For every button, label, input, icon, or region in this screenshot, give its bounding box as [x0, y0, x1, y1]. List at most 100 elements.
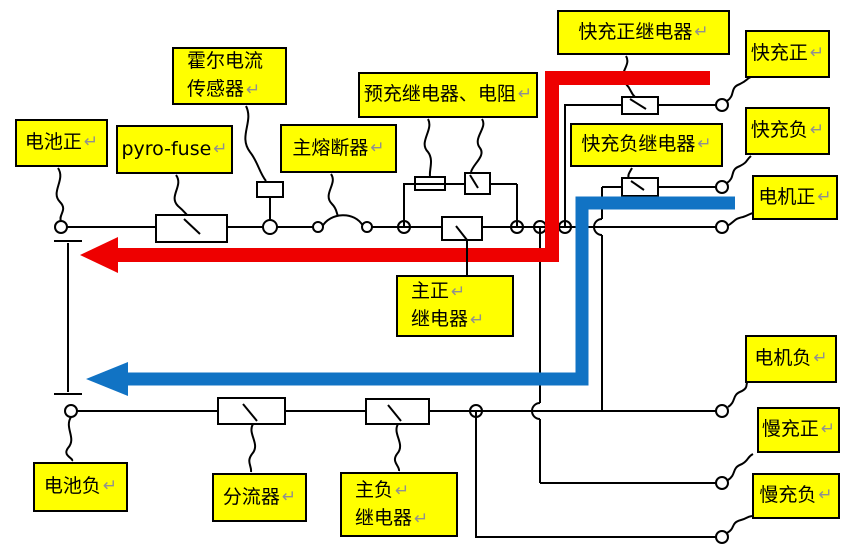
terminals-and-junctions	[54, 98, 729, 544]
main-neg-relay-tick	[387, 404, 402, 422]
shunt-label: 分流器↵	[212, 473, 307, 522]
component-boxes	[155, 96, 659, 425]
paragraph-mark: ↵	[818, 485, 833, 506]
main-pos-relay-box	[441, 216, 483, 241]
battery-negative-label: 电池负↵	[33, 462, 128, 512]
slow-neg-junction	[469, 404, 483, 418]
label-line: 继电器↵	[355, 506, 429, 529]
motor-neg-terminal-leader	[727, 380, 749, 408]
label-text: 慢充正	[761, 418, 819, 441]
slow-charge-pos-wire	[531, 227, 716, 484]
hall-junction-circle	[262, 219, 278, 235]
precharge-resistor-box	[414, 176, 446, 191]
label-leaders	[55, 55, 754, 534]
fast-charge-neg-drop	[593, 187, 603, 411]
fast-charge-pos-branch	[564, 104, 716, 227]
motor-pos-terminal-leader	[726, 212, 754, 227]
fast-charge-pos-terminal	[715, 98, 729, 112]
paragraph-mark: ↵	[246, 80, 261, 100]
main-fuse-terminal-right	[361, 221, 373, 233]
paragraph-mark: ↵	[451, 282, 466, 302]
fc-neg-terminal-leader	[726, 155, 752, 184]
slow-charge-pos-label: 慢充正↵	[757, 407, 840, 453]
fast-charge-neg-terminal	[715, 180, 729, 194]
paragraph-mark: ↵	[694, 21, 709, 42]
fast-charge-neg-label: 快充负↵	[745, 107, 830, 155]
main-neg-relay-label: 主负↵ 继电器↵	[340, 472, 458, 537]
precharge-relay-tick	[469, 174, 479, 189]
battery-pos-leader	[55, 167, 65, 222]
negative-arrow-head	[86, 362, 128, 396]
label-line: 霍尔电流	[187, 50, 264, 72]
fc-pos-relay-tick	[629, 98, 647, 110]
motor-pos-terminal	[715, 220, 729, 234]
label-text: 电池正	[24, 131, 82, 154]
paragraph-mark: ↵	[395, 480, 410, 501]
label-text: 快充正	[750, 42, 808, 65]
label-line: 继电器↵	[411, 308, 485, 330]
slow-charge-neg-terminal	[715, 530, 729, 544]
relay-contact-ticks	[183, 98, 647, 422]
slow-pos-terminal-leader	[727, 453, 754, 481]
label-text: 快充正继电器	[578, 20, 693, 43]
precharge-resistor-leader	[423, 118, 433, 177]
shunt-tick	[242, 403, 258, 422]
positive-arrow-head	[80, 237, 118, 273]
slow-charge-neg-wire	[475, 411, 716, 538]
label-text: 预充继电器、电阻	[363, 83, 516, 106]
fc-pos-terminal-leader	[726, 76, 752, 102]
precharge-relay-box	[464, 172, 491, 195]
paragraph-mark: ↵	[414, 508, 429, 529]
main-fuse-terminal-left	[312, 221, 324, 233]
paragraph-mark: ↵	[517, 84, 533, 105]
paragraph-mark: ↵	[370, 137, 385, 158]
precharge-junction-left	[397, 220, 411, 234]
hall-sensor-leader	[244, 105, 267, 182]
motor-pos-label: 电机正↵	[752, 175, 838, 220]
label-text: 电池负	[43, 475, 101, 498]
paragraph-mark: ↵	[820, 419, 836, 440]
paragraph-mark: ↵	[470, 310, 485, 330]
precharge-junction-right	[510, 220, 524, 234]
label-text: 主熔断器	[292, 136, 369, 159]
paragraph-mark: ↵	[281, 486, 297, 507]
battery-positive-label: 电池正↵	[15, 119, 108, 167]
main-fuse-label: 主熔断器↵	[280, 124, 397, 173]
main-pos-relay-label: 主正↵ 继电器↵	[396, 275, 514, 337]
motor-neg-label: 电机负↵	[745, 335, 837, 383]
label-line: 主负↵	[355, 478, 410, 501]
slow-neg-terminal-leader	[726, 515, 753, 534]
negative-bus-arrow	[86, 196, 735, 396]
paragraph-mark: ↵	[817, 186, 832, 207]
bus-wires	[54, 104, 716, 538]
paragraph-mark: ↵	[809, 43, 825, 64]
label-text: 分流器	[222, 485, 280, 508]
paragraph-mark: ↵	[83, 132, 99, 153]
fast-charge-pos-label: 快充正↵	[745, 30, 830, 78]
label-text: 慢充负	[759, 484, 817, 507]
hall-sensor-box	[256, 181, 284, 198]
precharge-relay-leader	[470, 118, 485, 173]
main-fuse-arc	[321, 214, 364, 228]
label-line: 主正↵	[411, 280, 466, 302]
motor-neg-terminal	[715, 404, 729, 418]
label-text: 快充负	[750, 119, 808, 142]
fast-charge-neg-relay-label: 快充负继电器↵	[570, 123, 723, 167]
fast-charge-pos-relay-label: 快充正继电器↵	[557, 10, 730, 55]
main-neg-relay-leader	[393, 423, 402, 472]
slow-charge-neg-label: 慢充负↵	[752, 473, 840, 519]
battery-pos-terminal	[54, 220, 68, 234]
pyro-fuse-leader	[173, 174, 189, 217]
paragraph-mark: ↵	[102, 476, 118, 497]
precharge-label: 预充继电器、电阻↵	[358, 72, 538, 118]
paragraph-mark: ↵	[813, 348, 828, 369]
main-neg-relay-box	[365, 398, 430, 425]
positive-bus-arrow	[80, 71, 710, 273]
paragraph-mark: ↵	[809, 120, 825, 141]
slow-charge-pos-terminal	[715, 476, 729, 490]
label-text: 电机负	[754, 347, 812, 370]
paragraph-mark: ↵	[697, 134, 712, 155]
label-text: 电机正	[758, 185, 816, 208]
